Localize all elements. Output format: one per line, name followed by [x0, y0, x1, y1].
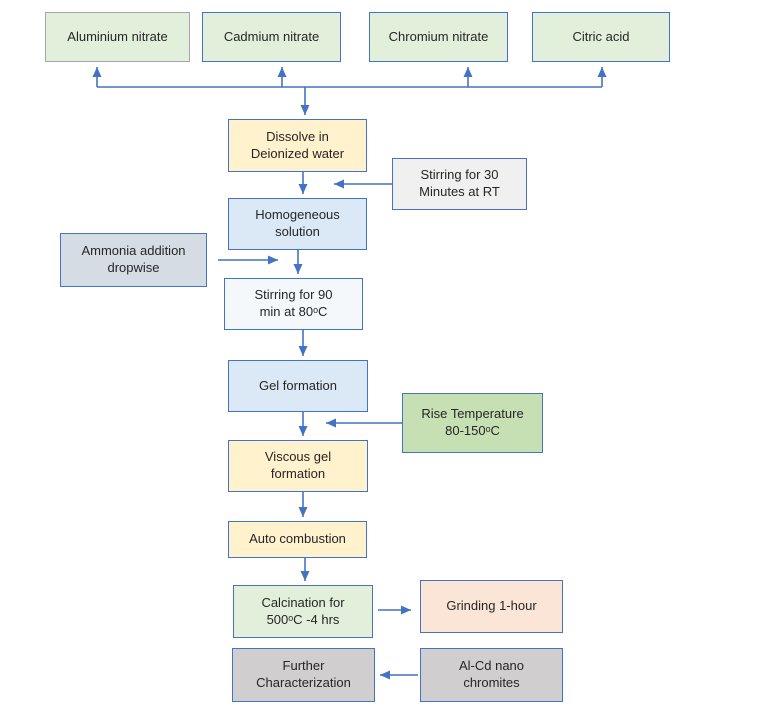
node-rise-temperature-label: Rise Temperature 80-150ᵒC — [421, 406, 524, 438]
node-viscous-gel: Viscous gel formation — [228, 440, 368, 492]
node-homogeneous-solution-label: Homogeneous solution — [255, 207, 340, 239]
node-further-characterization: Further Characterization — [232, 648, 375, 702]
node-rise-temperature: Rise Temperature 80-150ᵒC — [402, 393, 543, 453]
node-cadmium-nitrate-label: Cadmium nitrate — [223, 28, 320, 44]
node-gel-formation-label: Gel formation — [258, 377, 338, 393]
node-stirring-30-label: Stirring for 30 Minutes at RT — [419, 167, 500, 199]
node-dissolve: Dissolve in Deionized water — [228, 119, 367, 172]
node-aluminium-nitrate: Aluminium nitrate — [45, 12, 190, 62]
node-chromium-nitrate: Chromium nitrate — [369, 12, 508, 62]
node-auto-combustion-label: Auto combustion — [249, 531, 346, 547]
node-homogeneous-solution: Homogeneous solution — [228, 198, 367, 250]
node-ammonia-addition: Ammonia addition dropwise — [60, 233, 207, 287]
node-al-cd-chromites: Al-Cd nano chromites — [420, 648, 563, 702]
node-calcination: Calcination for 500ᵒC -4 hrs — [233, 585, 373, 638]
node-citric-acid: Citric acid — [532, 12, 670, 62]
node-further-characterization-label: Further Characterization — [256, 658, 351, 690]
node-calcination-label: Calcination for 500ᵒC -4 hrs — [261, 594, 345, 627]
node-stirring-30: Stirring for 30 Minutes at RT — [392, 158, 527, 210]
node-stirring-90-label: Stirring for 90 min at 80ᵒC — [254, 287, 333, 319]
node-ammonia-addition-label: Ammonia addition dropwise — [81, 243, 186, 275]
node-dissolve-label: Dissolve in Deionized water — [250, 128, 345, 161]
node-citric-acid-label: Citric acid — [572, 28, 630, 44]
node-aluminium-nitrate-label: Aluminium nitrate — [67, 28, 168, 44]
node-grinding: Grinding 1-hour — [420, 580, 563, 633]
node-al-cd-chromites-label: Al-Cd nano chromites — [458, 658, 525, 690]
node-chromium-nitrate-label: Chromium nitrate — [388, 28, 489, 44]
node-cadmium-nitrate: Cadmium nitrate — [202, 12, 341, 62]
node-gel-formation: Gel formation — [228, 360, 368, 412]
node-viscous-gel-label: Viscous gel formation — [264, 449, 332, 481]
node-auto-combustion: Auto combustion — [228, 521, 367, 558]
node-grinding-label: Grinding 1-hour — [446, 598, 537, 614]
node-stirring-90: Stirring for 90 min at 80ᵒC — [224, 278, 363, 330]
